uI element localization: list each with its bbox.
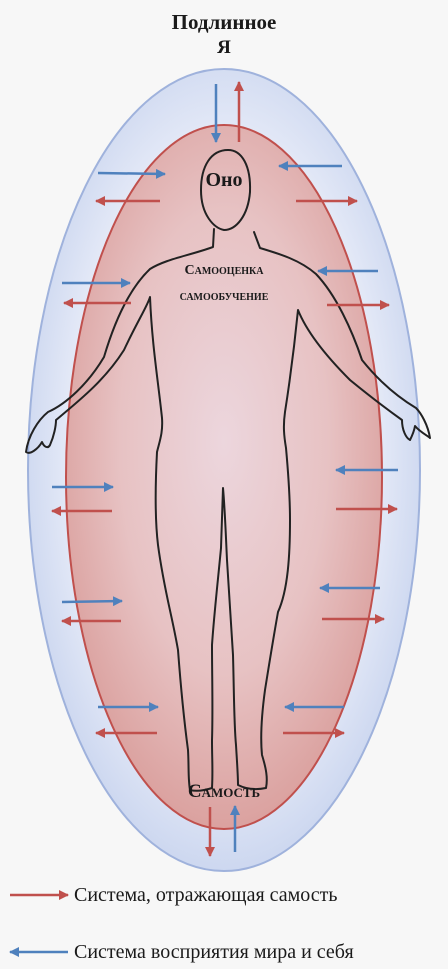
bottom-label: Самость bbox=[0, 782, 448, 801]
legend-item-red: Система, отражающая самость bbox=[8, 880, 338, 910]
red-arrow-icon bbox=[8, 885, 70, 905]
title-line-2: Я bbox=[0, 38, 448, 57]
legend-label-blue: Система восприятия мира и себя bbox=[74, 941, 354, 964]
chest-label-line-1: Самооценка bbox=[0, 264, 448, 278]
legend-label-red: Система, отражающая самость bbox=[74, 884, 338, 907]
chest-label-line-2: самообучение bbox=[0, 290, 448, 304]
head-label: Оно bbox=[0, 170, 448, 190]
blue-arrow bbox=[62, 601, 122, 602]
title-line-1: Подлинное bbox=[0, 12, 448, 33]
blue-arrow-icon bbox=[8, 942, 70, 962]
legend-item-blue: Система восприятия мира и себя bbox=[8, 937, 354, 967]
